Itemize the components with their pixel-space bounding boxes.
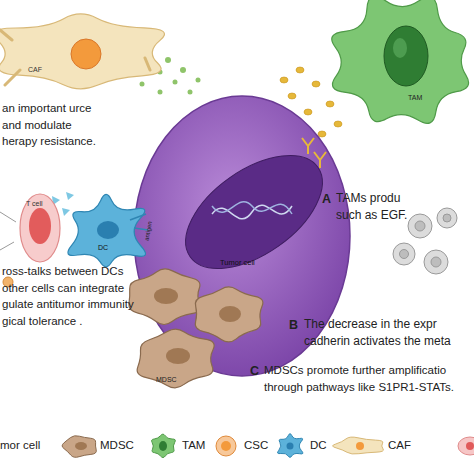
dendritic-cell-shape: [64, 190, 150, 274]
callout-text: The decrease in the expr cadherin activa…: [304, 316, 472, 351]
small-cell: [437, 208, 457, 228]
small-cell-nucleus: [400, 250, 409, 259]
tam-cell: TAM: [322, 0, 474, 150]
growth-factor: [304, 109, 312, 115]
legend-icon: [333, 437, 384, 454]
callout-text: MDSCs promote further amplificatio throu…: [264, 362, 473, 395]
growth-factor: [288, 93, 296, 99]
legend-text: CSC: [244, 439, 268, 451]
dendritic-cell: DC: [64, 190, 150, 274]
callout-text: an important urce and modulate herapy re…: [2, 100, 106, 150]
small-cell: [408, 214, 432, 238]
legend-text: mor cell: [0, 439, 40, 451]
legend-icon: [458, 437, 474, 455]
caf-cell-shape: [0, 0, 150, 105]
growth-factor: [312, 81, 320, 87]
secreted-factor: [165, 57, 171, 63]
secreted-factor: [180, 67, 186, 73]
small-cell-nucleus: [415, 221, 425, 231]
legend-icon: [75, 442, 87, 450]
mdsc-cell: MDSC: [124, 262, 269, 392]
cell-label: MDSC: [156, 376, 177, 383]
legend-icon: [216, 436, 236, 456]
caf-nucleus: [71, 39, 101, 69]
dc-body: [68, 194, 146, 266]
mdsc-cell-shape: [124, 262, 269, 392]
secreted-factor: [173, 80, 178, 85]
legend-icon: [62, 436, 96, 458]
small-cell: [393, 243, 415, 265]
dna-strand: [212, 202, 292, 214]
growth-factor: [318, 131, 326, 137]
caf-cell: CAF: [0, 0, 150, 105]
antigen-triangle: [66, 192, 74, 200]
legend-icon: [466, 442, 474, 450]
small-cell-nucleus: [431, 257, 441, 267]
growth-factor: [326, 101, 334, 107]
tcell-nucleus: [29, 208, 51, 244]
secreted-factor: [188, 90, 193, 95]
mdsc-nucleus: [219, 306, 241, 322]
mdsc-nucleus: [166, 348, 190, 364]
secreted-factor: [140, 82, 145, 87]
mdsc-nucleus: [154, 288, 178, 304]
legend-text: TAM: [182, 439, 205, 451]
legend-icon: [356, 442, 364, 450]
cell-label: DC: [98, 244, 108, 251]
legend-pink-icon: [458, 437, 474, 455]
tam-nucleus: [384, 26, 428, 86]
mdsc-body: [137, 329, 214, 388]
tam-highlight: [393, 38, 407, 58]
legend-icon: [221, 441, 231, 451]
legend-icon: [159, 441, 167, 451]
growth-factor: [296, 67, 304, 73]
tam-cell-shape: [322, 0, 474, 150]
antigen-triangle: [62, 208, 70, 216]
dc-nucleus: [97, 221, 119, 239]
legend-text: MDSC: [100, 439, 134, 451]
receptor: [302, 138, 326, 168]
mdsc-body: [195, 287, 263, 342]
legend-icon: [278, 434, 303, 458]
mdsc-body: [129, 269, 201, 325]
leader-line: [0, 242, 14, 250]
growth-factor: [334, 121, 342, 127]
leader-line: [0, 212, 16, 222]
small-cell: [424, 250, 448, 274]
callout-text: TAMs produ such as EGF.: [336, 190, 418, 225]
tumor-nucleus: [166, 133, 342, 291]
cell-label: CAF: [28, 66, 42, 73]
legend-text: CAF: [388, 439, 411, 451]
cell-label: TAM: [408, 94, 422, 101]
callout-letter: A: [322, 190, 336, 208]
caf-body: [0, 14, 164, 89]
legend-text: DC: [310, 439, 327, 451]
t-cell: T cell: [18, 192, 63, 264]
tcell-body: [20, 194, 60, 262]
tam-body: [332, 0, 469, 123]
callout-text: ross-talks between DCs other cells can i…: [2, 263, 142, 330]
small-cell-nucleus: [443, 214, 451, 222]
caf-process: [0, 30, 150, 85]
callout-letter: C: [250, 362, 264, 380]
cell-label: Tumor cell: [220, 258, 255, 267]
cell-label: T cell: [26, 200, 43, 207]
legend-icon: [152, 434, 176, 457]
secreted-factor: [158, 90, 163, 95]
callout-letter: B: [289, 316, 303, 334]
secreted-factor: [196, 78, 201, 83]
growth-factor: [280, 77, 288, 83]
legend-icon: [287, 443, 294, 450]
